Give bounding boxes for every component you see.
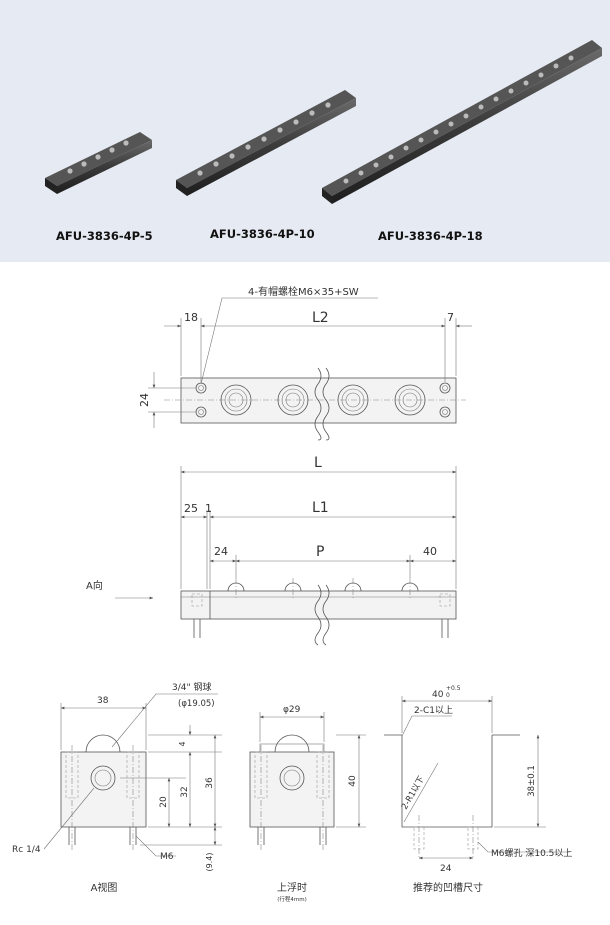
dim-24-groove: 24: [440, 864, 452, 874]
dim-phi29: φ29: [283, 705, 301, 715]
floating-view: φ29 40 上浮时 (行程4mm): [249, 705, 366, 903]
hole-note: M6螺孔 深10.5以上: [491, 848, 572, 859]
dim-40-height: 40: [348, 775, 358, 787]
floating-view-body: [249, 751, 335, 828]
caption-model-10: AFU-3836-4P-10: [210, 227, 315, 241]
rail-short-image: [45, 132, 152, 194]
dim-40-groove: 40: [432, 690, 444, 700]
product-photo-area: AFU-3836-4P-5 AFU-3836-4P-10 AFU-3836-4P…: [0, 0, 610, 262]
dim-40-tol-lower: 0: [446, 692, 450, 699]
dim-20: 20: [159, 796, 169, 808]
rail-medium-image: [176, 90, 356, 196]
ball-dia: (φ19.05): [178, 699, 215, 709]
port-label: Rc 1/4: [12, 845, 41, 855]
dim-36: 36: [205, 777, 215, 789]
dim-32: 32: [180, 786, 190, 797]
floating-view-caption: 上浮时: [277, 882, 307, 894]
dim-7: 7: [447, 311, 454, 324]
a-view: 38 3/4" 钢球 (φ19.05) 4 20 32 36 (9.4) Rc …: [12, 681, 222, 894]
dim-38-groove: 38±0.1: [527, 765, 537, 796]
front-view: L 25 1 L1 24 P 40 A向: [86, 455, 457, 646]
thread-label: M6: [160, 852, 174, 862]
caption-model-18: AFU-3836-4P-18: [378, 229, 483, 243]
a-view-body: [60, 751, 147, 828]
rail-long-image: [322, 40, 602, 204]
drawing-canvas: 18 L2 7 4-有帽螺栓M6×35+SW 24: [12, 285, 572, 903]
dim-24-height: 24: [138, 393, 151, 407]
dim-18: 18: [184, 311, 198, 324]
dim-25: 25: [184, 502, 198, 515]
ball-arc: [227, 582, 419, 592]
dim-P: P: [316, 544, 324, 560]
technical-drawing: 18 L2 7 4-有帽螺栓M6×35+SW 24: [0, 262, 610, 920]
dim-40-end: 40: [423, 545, 437, 558]
dim-L2: L2: [312, 310, 329, 326]
dim-24-start: 24: [214, 545, 228, 558]
ball-note: 3/4" 钢球: [172, 681, 212, 693]
a-view-caption: A视图: [91, 881, 118, 894]
groove-profile: [401, 735, 493, 828]
dim-1: 1: [205, 502, 212, 515]
top-view: 18 L2 7 4-有帽螺栓M6×35+SW 24: [138, 285, 472, 441]
dim-40-tol-upper: +0.5: [446, 685, 461, 692]
dim-38: 38: [97, 696, 109, 706]
dim-L: L: [314, 455, 322, 471]
dim-9-4: (9.4): [205, 853, 214, 872]
ball-unit: [220, 384, 426, 416]
groove-view-caption: 推荐的凹槽尺寸: [413, 881, 483, 894]
dim-L1: L1: [312, 500, 329, 516]
product-photos-illustration: [45, 40, 602, 204]
a-direction-label: A向: [86, 579, 103, 592]
chamfer-note: 2-C1以上: [414, 705, 453, 716]
dim-4: 4: [178, 741, 187, 746]
front-view-body: [180, 590, 457, 620]
caption-model-5: AFU-3836-4P-5: [56, 229, 153, 243]
groove-view: 40 +0.5 0 2-C1以上 2-R1以下 38±0.1 24 M6螺孔 深…: [384, 685, 572, 894]
bolt-note: 4-有帽螺栓M6×35+SW: [248, 285, 359, 298]
floating-view-subcaption: (行程4mm): [277, 895, 307, 903]
